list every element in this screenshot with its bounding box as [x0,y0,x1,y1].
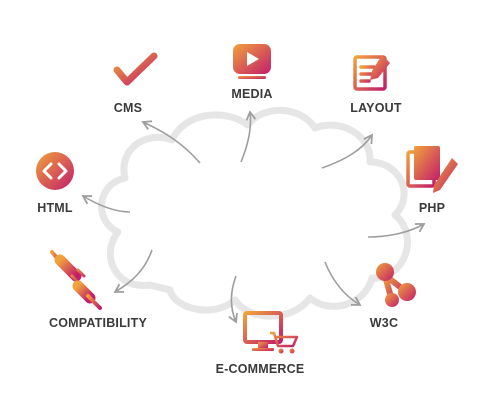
arrow-media [240,110,257,163]
node-cms: CMS [113,52,158,115]
play-button-icon [233,44,271,79]
node-media: MEDIA [231,44,272,101]
arrow-ecommerce [228,275,238,324]
checkmark-icon [113,52,158,86]
arrow-w3c [324,261,362,306]
node-compatibility: COMPATIBILITY [49,250,147,330]
plug-icon [50,250,102,310]
node-html: HTML [36,152,74,215]
node-label: E-COMMERCE [216,362,305,376]
node-label: LAYOUT [350,101,402,115]
node-label: HTML [37,201,73,215]
node-label: W3C [370,316,398,330]
node-ecommerce: E-COMMERCE [216,311,305,376]
node-label: MEDIA [231,87,272,101]
connector-arrows [81,110,426,324]
node-label: CMS [114,101,142,115]
node-label: COMPATIBILITY [49,316,147,330]
edit-document-icon [353,55,390,91]
cloud-shape [98,106,411,320]
arrow-cms [141,120,201,164]
node-php: PHP [406,146,458,215]
node-layout: LAYOUT [350,55,402,115]
cart-monitor-icon [243,311,299,354]
node-label: PHP [419,201,445,215]
arrow-layout [321,133,374,169]
pages-pencil-icon [406,146,458,193]
arrow-php [367,223,426,238]
share-nodes-icon [376,263,416,307]
arrow-compatibility [113,249,153,293]
code-icon [36,152,74,190]
node-w3c: W3C [370,263,416,330]
arrow-html [81,195,131,213]
